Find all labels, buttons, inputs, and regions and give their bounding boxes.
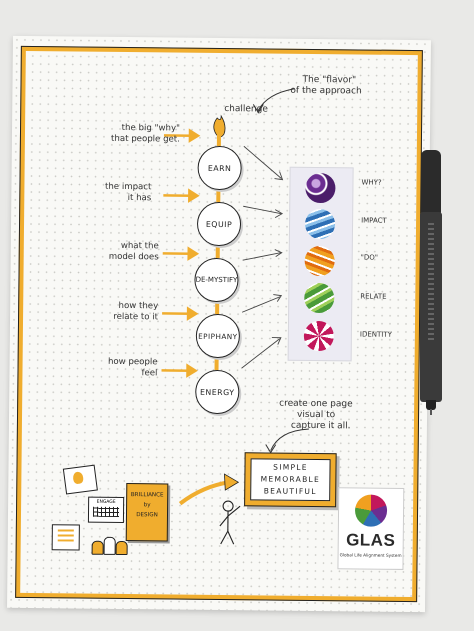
paper-sheet: The "flavor" of the approach challenge — [7, 35, 431, 613]
label-identity: IDENTITY — [359, 330, 392, 339]
ball-relate — [304, 282, 335, 314]
note-impact-l2: it has — [127, 193, 152, 204]
stick-figure — [219, 500, 241, 545]
engage-board-icon: ENGAGE — [87, 496, 125, 524]
label-relate: RELATE — [360, 292, 387, 301]
label-why: WHY? — [361, 178, 382, 187]
flame-icon — [213, 114, 226, 138]
ball-identity — [303, 320, 335, 352]
node-epiphany: EPIPHANY — [195, 313, 241, 359]
note-model: what the model does — [71, 240, 159, 263]
book-line-1: BRILLIANCE — [130, 492, 164, 499]
node-equip: EQUIP — [196, 201, 242, 247]
poster-line-1: SIMPLE — [273, 462, 308, 472]
poster-frame: SIMPLE MEMORABLE BEAUTIFUL — [244, 452, 337, 508]
note-feel-l2: feel — [141, 368, 158, 379]
glas-logo-card: GLAS Global Life Alignment System — [337, 487, 405, 570]
flipchart-icon — [51, 524, 80, 551]
people-group-icon — [90, 536, 130, 556]
create-note-l3: capture it all. — [290, 420, 351, 432]
label-impact: IMPACT — [361, 216, 387, 225]
note-feel: how people feel — [69, 356, 158, 379]
ball-impact — [304, 208, 336, 240]
poster-line-3: BEAUTIFUL — [263, 486, 317, 497]
note-why-l2: that people get. — [110, 133, 180, 145]
poster-line-2: MEMORABLE — [260, 474, 321, 485]
note-impact-l1: the impact — [104, 181, 152, 193]
pen-icon — [420, 150, 442, 415]
book-line-3: DESIGN — [136, 512, 158, 519]
node-energy: ENERGY — [195, 369, 240, 415]
glas-wordmark: GLAS — [346, 530, 396, 550]
note-why: the big "why" that people get. — [90, 123, 180, 146]
book-line-2: by — [143, 502, 151, 509]
flow-diagram-lines — [161, 88, 309, 545]
engage-label: ENGAGE — [96, 499, 116, 505]
node-earn: EARN — [197, 145, 242, 191]
node-demystify: DE-MYSTIFY — [194, 257, 239, 303]
note-feel-l1: how people — [107, 356, 158, 368]
create-note: create one page visual to capture it all… — [279, 399, 399, 433]
poster-inner: SIMPLE MEMORABLE BEAUTIFUL — [250, 458, 331, 502]
note-model-l1: what the — [120, 240, 159, 252]
note-relate-l2: relate to it — [113, 311, 159, 323]
idea-card-icon — [62, 464, 98, 495]
book-brilliance: BRILLIANCE by DESIGN — [125, 483, 169, 542]
label-do: "DO" — [360, 253, 379, 262]
note-relate: how they relate to it — [70, 300, 158, 323]
ball-why — [305, 172, 336, 204]
glas-logo-icon — [354, 494, 388, 527]
note-relate-l1: how they — [118, 300, 159, 312]
note-impact: the impact it has — [71, 181, 152, 204]
note-model-l2: model does — [108, 251, 159, 263]
glas-subtitle: Global Life Alignment System — [339, 552, 402, 558]
ball-do — [304, 245, 335, 277]
